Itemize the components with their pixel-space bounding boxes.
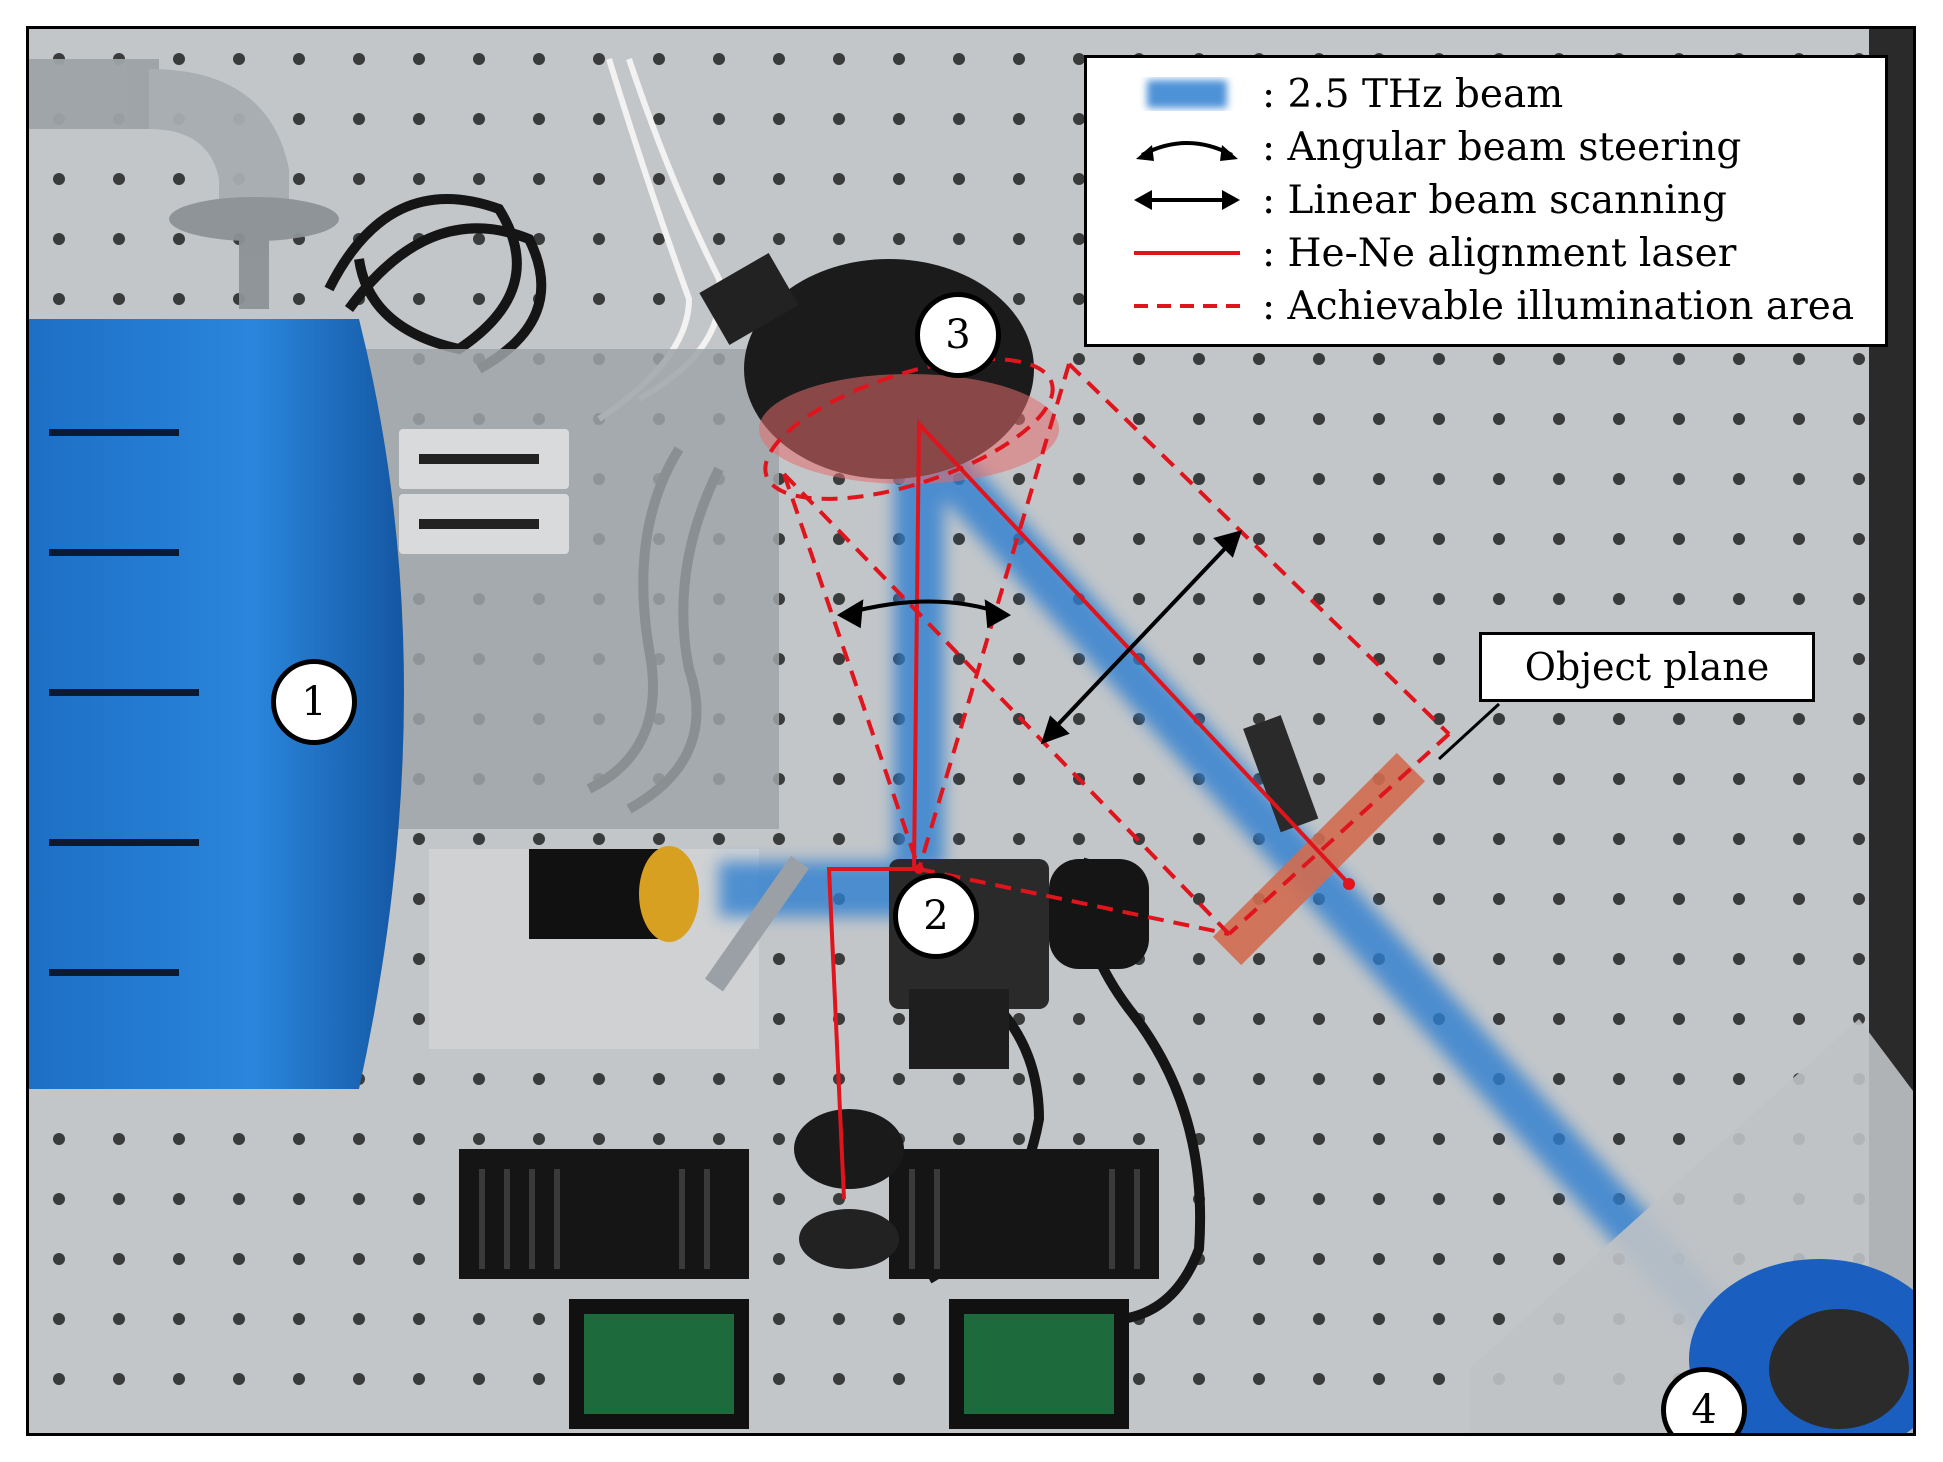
hene-mount	[794, 1109, 904, 1189]
laser-housing	[29, 319, 404, 1089]
legend-label: : Achievable illumination area	[1262, 283, 1855, 329]
marker-3: 3	[915, 292, 1001, 378]
legend-item-thz-beam: : 2.5 THz beam	[1087, 68, 1885, 120]
marker-1: 1	[271, 659, 357, 745]
vacuum-pipe	[29, 59, 339, 309]
linear-scanning-arrow	[1040, 530, 1243, 745]
legend-label: : 2.5 THz beam	[1262, 71, 1564, 117]
aluminium-plate	[359, 349, 779, 829]
marker-4: 4	[1661, 1367, 1747, 1433]
housing-slots	[49, 429, 199, 976]
legend-label: : He-Ne alignment laser	[1262, 230, 1737, 276]
legend-label: : Linear beam scanning	[1262, 177, 1727, 223]
curved-double-arrow-icon	[1122, 121, 1262, 173]
solid-red-line-icon	[1122, 227, 1262, 279]
legend-box: : 2.5 THz beam : Angular beam steering :…	[1084, 55, 1888, 347]
dashed-red-line-icon	[1122, 280, 1262, 332]
object-plane-callout: Object plane	[1479, 632, 1815, 702]
legend-item-linear: : Linear beam scanning	[1087, 174, 1885, 226]
optical-table-scene	[29, 29, 1913, 1433]
angular-steering-arrow	[837, 599, 1011, 629]
driver-boards	[569, 1299, 1129, 1429]
straight-double-arrow-icon	[1122, 174, 1262, 226]
marker-2: 2	[893, 873, 979, 959]
legend-item-angular: : Angular beam steering	[1087, 121, 1885, 173]
legend-item-hene: : He-Ne alignment laser	[1087, 227, 1885, 279]
legend-item-illumination: : Achievable illumination area	[1087, 280, 1885, 332]
legend-label: : Angular beam steering	[1262, 124, 1742, 170]
blue-blur-swatch-icon	[1122, 68, 1262, 120]
callout-pointer	[1437, 702, 1501, 761]
